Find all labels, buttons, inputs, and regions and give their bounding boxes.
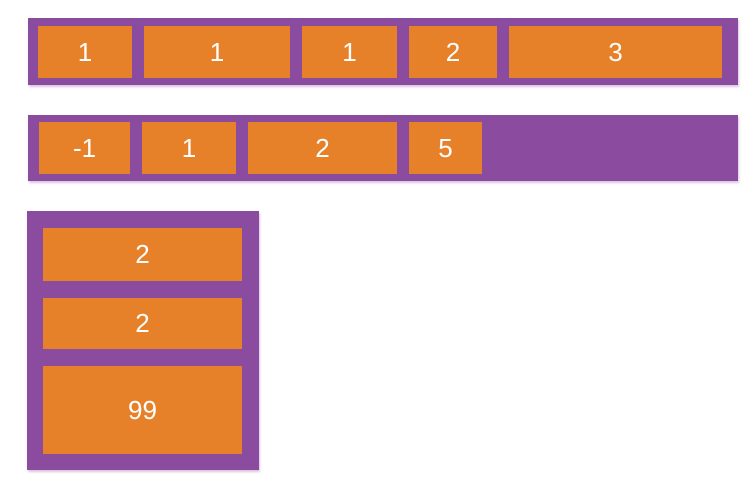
flex-item: 5: [409, 122, 482, 174]
flex-item: 1: [302, 25, 397, 78]
flex-item: 2: [43, 228, 242, 281]
flex-item: 1: [144, 25, 290, 78]
flex-item: 2: [409, 25, 497, 78]
flex-item: 99: [43, 366, 242, 454]
flex-row-container-1: 1 1 1 2 3: [28, 18, 738, 85]
flex-row-container-2: -1 1 2 5: [28, 115, 738, 181]
flex-item: 1: [142, 122, 236, 174]
flex-item: 2: [248, 122, 397, 174]
flex-item: 2: [43, 298, 242, 349]
flex-item: -1: [39, 122, 130, 174]
flex-item: 3: [509, 25, 722, 78]
flex-item: 1: [38, 25, 132, 78]
flex-column-container: 2 2 99: [27, 211, 259, 470]
